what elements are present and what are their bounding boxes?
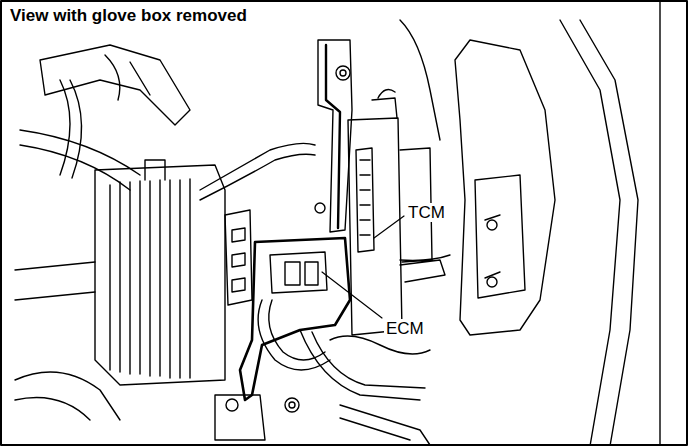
wire xyxy=(20,130,140,190)
view-title: View with glove box removed xyxy=(6,5,251,26)
bracket xyxy=(318,40,352,232)
bolt xyxy=(340,70,346,76)
wire xyxy=(400,20,440,140)
bracket-lower xyxy=(215,395,265,440)
leader-line xyxy=(322,272,382,318)
connector-pins xyxy=(232,228,245,292)
clip xyxy=(145,160,165,180)
clip-pin xyxy=(485,215,500,278)
part-label: TCM xyxy=(406,203,447,222)
bolt xyxy=(289,402,295,408)
bolt xyxy=(336,66,350,80)
connector xyxy=(225,210,252,305)
a-pillar xyxy=(560,20,638,446)
clip xyxy=(487,277,497,287)
ecm-harness xyxy=(269,300,325,360)
bolt xyxy=(226,399,238,411)
tcm-pins xyxy=(360,160,370,235)
lower-harness xyxy=(340,405,430,445)
door-edge xyxy=(659,1,660,446)
tcm-tab xyxy=(372,90,397,118)
tcm-connector xyxy=(356,148,374,252)
wire xyxy=(330,336,430,354)
ecm-bracket xyxy=(240,238,350,400)
wire xyxy=(60,80,82,178)
wire xyxy=(400,255,450,260)
part-label: ECM xyxy=(384,319,426,338)
leader-line xyxy=(374,216,404,238)
ecm-connector xyxy=(270,252,327,293)
duct-edge xyxy=(105,55,150,100)
bolt xyxy=(285,398,299,412)
clip xyxy=(487,220,497,230)
lower-panel xyxy=(15,262,120,420)
side-panel xyxy=(455,40,555,335)
wire xyxy=(200,154,315,200)
panel-bracket xyxy=(475,175,525,298)
housing-ribs xyxy=(110,179,190,378)
tcm-module xyxy=(348,118,402,335)
bolt xyxy=(315,203,325,213)
ecm-harness xyxy=(258,300,330,370)
bracket-edge xyxy=(326,45,340,228)
wire xyxy=(200,143,315,190)
ecm-pins xyxy=(285,262,318,285)
harness xyxy=(300,330,425,400)
